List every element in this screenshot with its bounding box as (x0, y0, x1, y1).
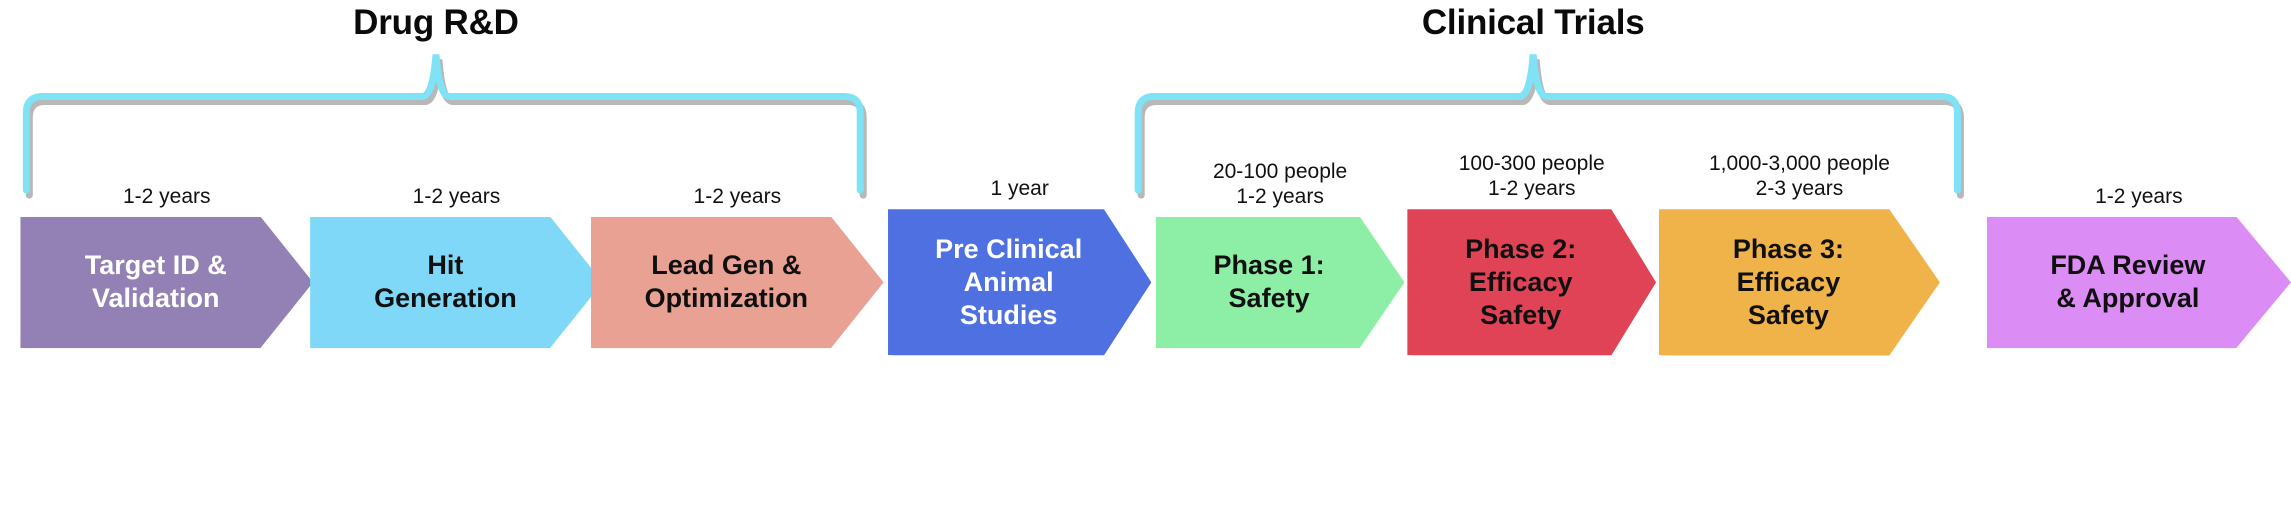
stage-meta-line: 1,000-3,000 people (1708, 152, 1890, 176)
stage-label-line: Efficacy (1736, 266, 1841, 297)
stage-label-line: & Approval (2056, 283, 2200, 314)
stage-chevron-lead-gen-optimization[interactable]: Lead Gen &Optimization (591, 216, 884, 349)
stage-meta-line: 1-2 years (1236, 184, 1324, 208)
stage-meta-line: 1-2 years (2095, 184, 2183, 208)
stage-chevron-target-id-validation[interactable]: Target ID &Validation (20, 216, 314, 349)
stage-chevron-fda-review-approval[interactable]: FDA Review& Approval (1986, 216, 2291, 349)
group-bracket-drug-rd (22, 54, 867, 199)
stage-meta-line: 20-100 people (1212, 159, 1348, 183)
stage-meta-line: 1 year (990, 177, 1049, 201)
group-bracket-clinical-trials (1134, 54, 1964, 199)
stage-label-lead-gen-optimization: Lead Gen &Optimization (645, 249, 831, 315)
stage-label-line: FDA Review (2050, 250, 2206, 281)
stage-label-fda-review-approval: FDA Review& Approval (2050, 249, 2227, 315)
stage-meta-target-id-validation: 1-2 years (20, 184, 313, 209)
stage-meta-lead-gen-optimization: 1-2 years (591, 184, 884, 209)
stage-label-line: Optimization (644, 283, 809, 314)
stage-label-line: Hit (427, 250, 464, 281)
stage-meta-line: 100-300 people (1458, 152, 1605, 176)
stage-label-line: Efficacy (1468, 266, 1573, 297)
stage-label-line: Safety (1747, 299, 1829, 330)
stage-label-line: Phase 2: (1465, 233, 1577, 264)
stage-label-phase-1-safety: Phase 1:Safety (1214, 249, 1347, 315)
stage-chevron-shape: Lead Gen &Optimization (591, 216, 884, 349)
stage-chevron-shape: Target ID &Validation (20, 216, 314, 349)
stage-label-line: Validation (91, 283, 220, 314)
stage-meta-pre-clinical-animal-studies: 1 year (888, 176, 1151, 201)
stage-label-line: Lead Gen & (651, 250, 802, 281)
stage-meta-hit-generation: 1-2 years (310, 184, 603, 209)
stage-label-line: Safety (1480, 299, 1562, 330)
stage-chevron-shape: FDA Review& Approval (1986, 216, 2291, 349)
stage-label-target-id-validation: Target ID &Validation (85, 249, 249, 315)
stage-label-line: Pre Clinical (935, 233, 1083, 264)
stage-meta-line: 2-3 years (1755, 177, 1844, 201)
stage-label-line: Studies (959, 299, 1058, 330)
stage-label-line: Generation (374, 283, 517, 314)
group-title-drug-rd: Drug R&D (353, 2, 519, 42)
stage-label-line: Phase 3: (1732, 233, 1844, 264)
stage-label-line: Phase 1: (1213, 250, 1325, 281)
stage-meta-line: 1-2 years (412, 184, 501, 208)
stage-meta-line: 1-2 years (693, 184, 782, 208)
stage-meta-line: 1-2 years (122, 184, 211, 208)
stage-meta-fda-review-approval: 1-2 years (1987, 184, 2291, 209)
group-title-clinical-trials: Clinical Trials (1421, 2, 1645, 42)
stage-meta-line: 1-2 years (1487, 177, 1576, 201)
stage-label-line: Target ID & (84, 250, 227, 281)
stage-chevron-phase-1-safety[interactable]: Phase 1:Safety (1155, 216, 1405, 349)
stage-chevron-shape: Phase 1:Safety (1155, 216, 1405, 349)
stage-label-line: Safety (1228, 283, 1310, 314)
stage-label-line: Animal (963, 266, 1054, 297)
